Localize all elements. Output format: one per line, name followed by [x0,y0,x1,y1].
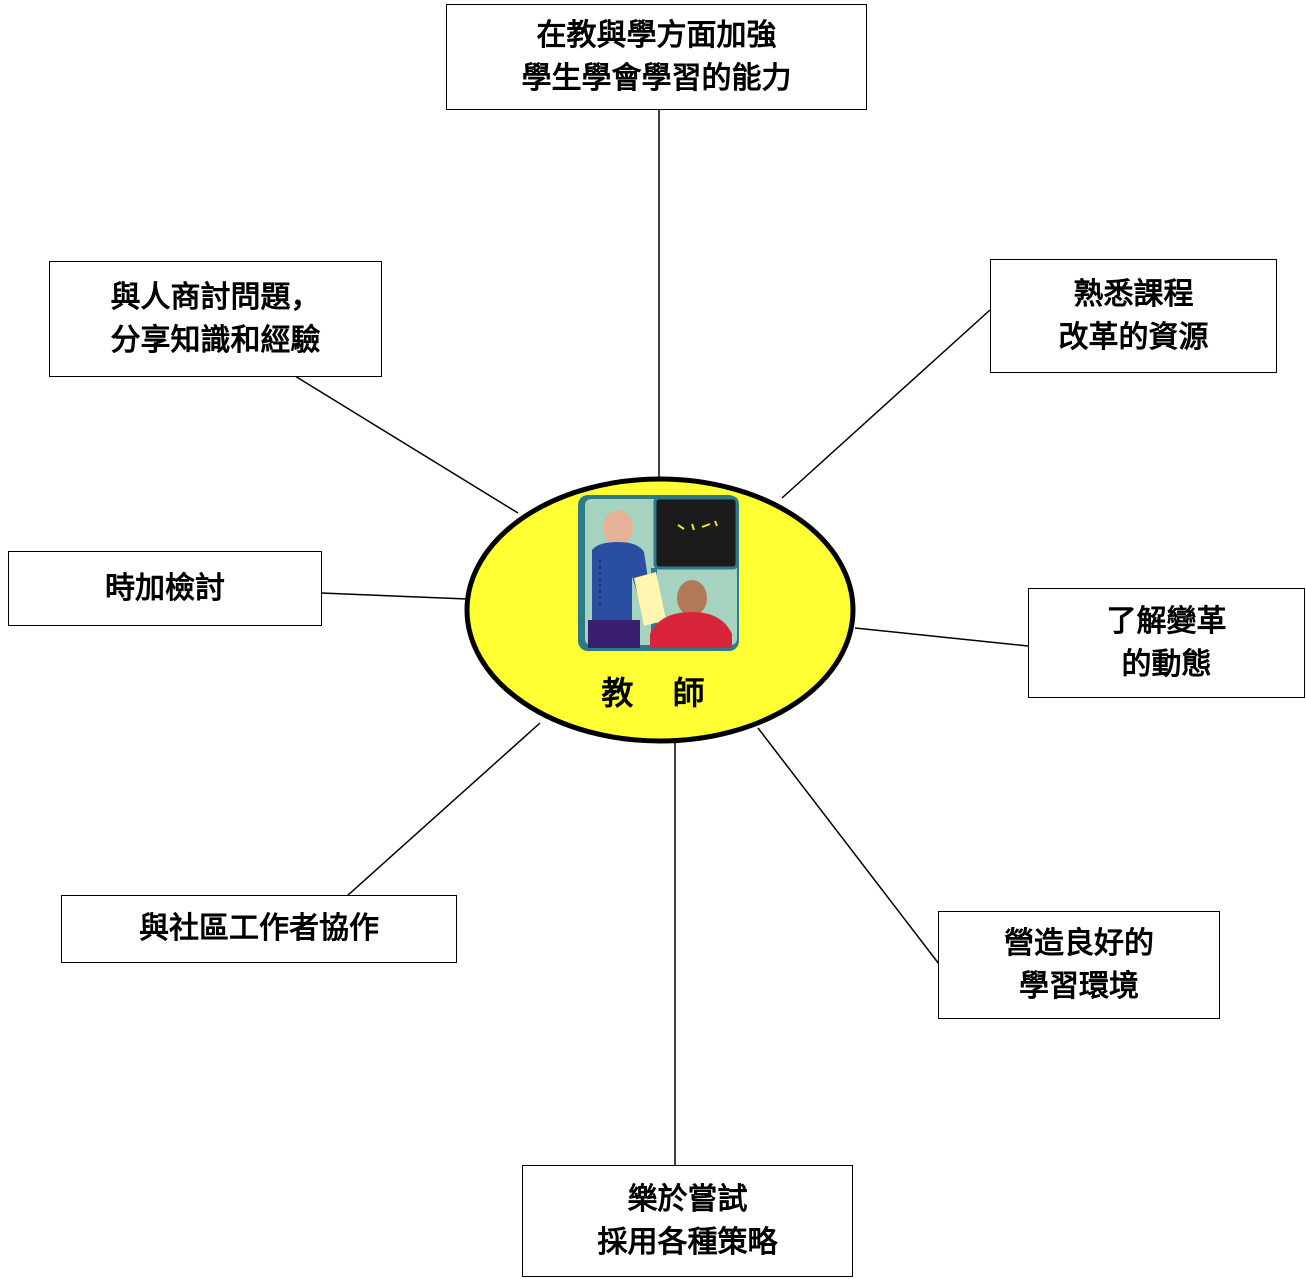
node-top: 在教與學方面加強 學生學會學習的能力 [446,4,867,110]
node-upper-right: 熟悉課程 改革的資源 [990,259,1277,373]
node-bottom: 樂於嘗試 採用各種策略 [522,1165,853,1277]
node-bottom-line-1: 樂於嘗試 [627,1181,748,1217]
node-left-line-1: 時加檢討 [105,570,225,606]
node-upper-right-line-2: 改革的資源 [1058,320,1209,355]
connector-right [854,627,1029,647]
node-upper-left-line-2: 分享知識和經驗 [110,323,321,358]
node-lower-right: 營造良好的 學習環境 [938,911,1220,1019]
node-top-line-2: 學生學會學習的能力 [521,61,792,96]
center-label: 教 師 [560,668,760,714]
connector-left [320,592,468,600]
node-lower-left: 與社區工作者協作 [61,895,457,963]
node-upper-right-line-1: 熟悉課程 [1073,276,1194,312]
node-left: 時加檢討 [8,551,322,626]
node-upper-left-line-1: 與人商討問題， [110,279,321,315]
node-right-line-2: 的動態 [1121,647,1212,682]
node-bottom-line-2: 採用各種策略 [597,1225,778,1260]
connector-upper-right [781,309,991,499]
node-lower-right-line-1: 營造良好的 [1004,925,1154,961]
connector-lower-right [757,727,940,965]
teacher-and-student-icon [578,495,739,651]
connector-lower-left [346,722,541,897]
connector-upper-left [294,375,519,514]
center-label-text: 教 師 [601,674,719,712]
node-right-line-1: 了解變革 [1106,603,1227,639]
node-upper-left: 與人商討問題， 分享知識和經驗 [49,261,382,377]
node-right: 了解變革 的動態 [1028,588,1305,698]
node-top-line-1: 在教與學方面加強 [536,17,777,53]
node-lower-right-line-2: 學習環境 [1019,969,1139,1004]
node-lower-left-line-1: 與社區工作者協作 [139,911,379,947]
